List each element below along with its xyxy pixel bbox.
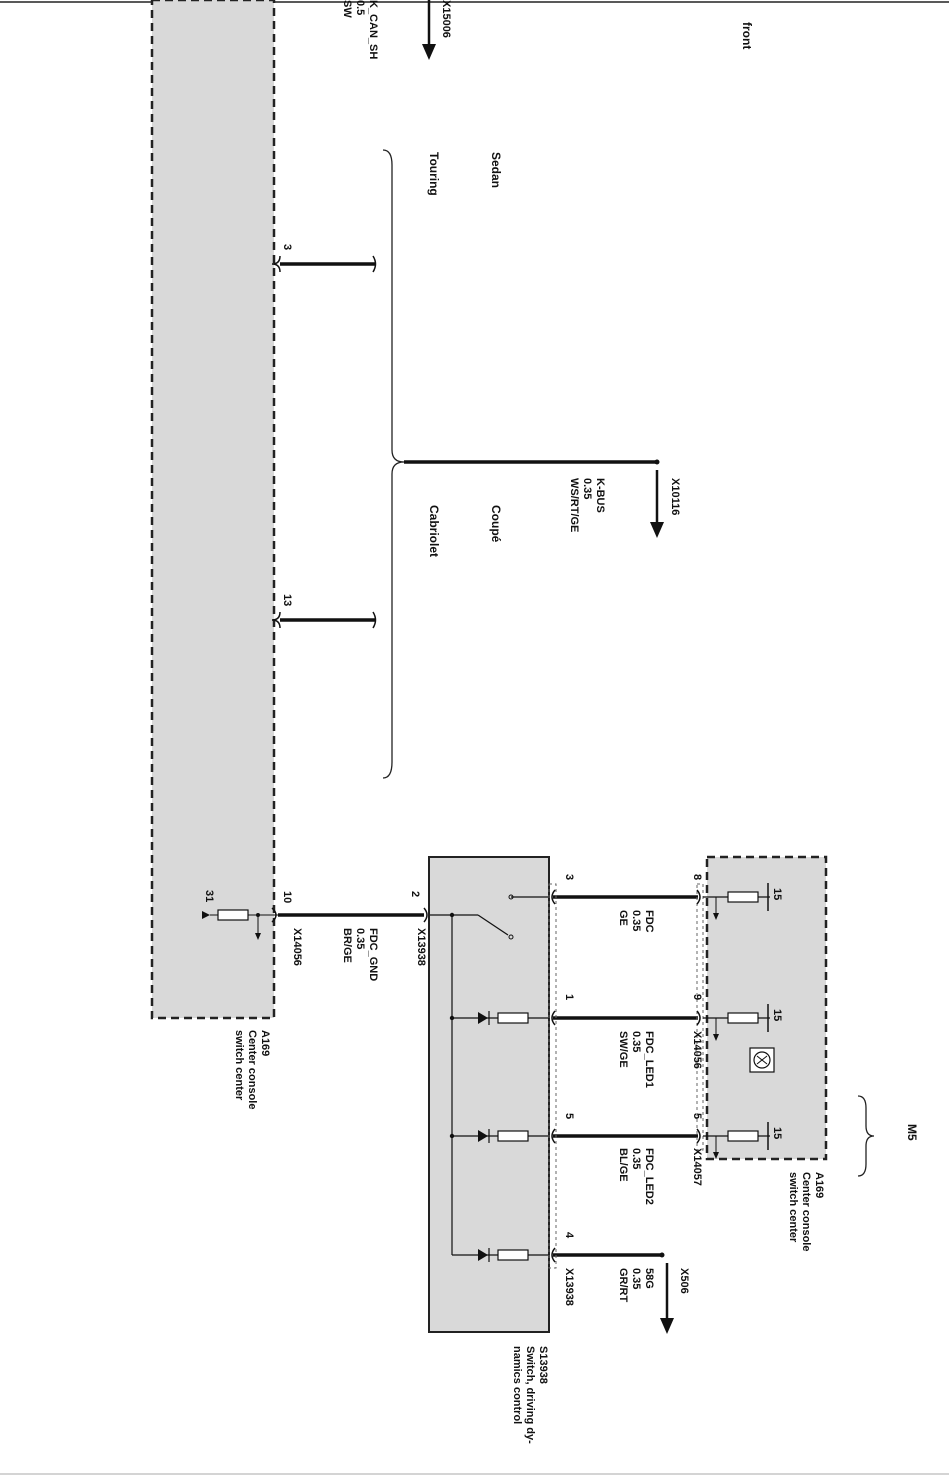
- label-58g-name: 58G: [643, 1268, 655, 1289]
- label-k-bus-name: K-BUS: [594, 478, 606, 513]
- label-a169-left-line1: Center console: [246, 1030, 258, 1109]
- x15006-arrow-head: [422, 44, 436, 60]
- label-k-bus-size: 0.35: [581, 478, 593, 499]
- label-x14056-right: X14056: [691, 1031, 703, 1069]
- label-pin-2: 2: [409, 891, 421, 897]
- label-fdc-led2-size: 0.35: [630, 1148, 642, 1169]
- pin-bumps: [271, 889, 701, 1263]
- pin13-connector: [271, 611, 281, 629]
- connector-x13938: [548, 883, 557, 1269]
- label-a169-right-line2: switch center: [787, 1172, 799, 1243]
- x506-arrow-head: [660, 1318, 674, 1334]
- gnd-resistor: [217, 909, 249, 921]
- label-x10116: X10116: [669, 478, 681, 515]
- label-pin-10: 10: [281, 891, 293, 903]
- variant-brace: [382, 149, 405, 779]
- label-x13938-bottom: X13938: [563, 1268, 575, 1306]
- gnd-arrow: [255, 933, 261, 940]
- label-a169-right-line1: Center console: [800, 1172, 812, 1251]
- label-k-can-name: K_CAN_SH: [367, 0, 379, 59]
- label-fdc-gnd-size: 0.35: [354, 928, 366, 949]
- label-fdc-gnd-color: BR/GE: [341, 928, 353, 963]
- label-switch-pin-1: 1: [563, 994, 575, 1000]
- switch-contact-arm: [477, 914, 509, 936]
- label-fdc-led1-name: FDC_LED1: [643, 1031, 655, 1088]
- label-coupe: Coupé: [489, 505, 503, 543]
- switch-contact-a: [508, 934, 514, 940]
- gnd-node: [256, 913, 260, 917]
- label-58g-color: GR/RT: [617, 1268, 629, 1303]
- wire-58g-dot: [659, 1252, 665, 1258]
- label-a169-left-id: A169: [259, 1030, 271, 1056]
- label-switch-pin-3: 3: [563, 874, 575, 880]
- switch-node-top: [449, 912, 455, 918]
- label-switch-pin-5: 5: [563, 1113, 575, 1119]
- label-fdc-led1-color: SW/GE: [617, 1031, 629, 1068]
- label-module-pin-5: 5: [691, 1113, 703, 1119]
- label-x14057: X14057: [691, 1148, 703, 1186]
- module-a169-right: [705, 855, 828, 1161]
- gnd-pin31-marker: [202, 911, 210, 919]
- label-a169-right-id: A169: [813, 1172, 825, 1198]
- led-circuit-3: [452, 1248, 549, 1262]
- label-module-pin-8: 8: [691, 874, 703, 880]
- connector-x14056-x14057: [696, 883, 704, 1151]
- label-cabriolet: Cabriolet: [427, 505, 441, 557]
- module-a169-left: [150, 0, 276, 1020]
- label-m5: M5: [905, 1124, 919, 1141]
- label-v15-a: 15: [771, 888, 783, 900]
- pin3-connector: [271, 255, 281, 273]
- label-fdc-led1-size: 0.35: [630, 1031, 642, 1052]
- label-x15006: X15006: [440, 0, 452, 38]
- label-module-pin-9: 9: [691, 994, 703, 1000]
- label-fdc-name: FDC: [643, 910, 655, 933]
- label-fdc-led2-color: BL/GE: [617, 1148, 629, 1182]
- label-touring: Touring: [427, 152, 441, 196]
- label-s13938-line2: namics control: [511, 1346, 523, 1424]
- module-circuit-3: [703, 1122, 770, 1159]
- label-k-can-size: 0.5: [354, 0, 366, 15]
- label-fdc-led2-name: FDC_LED2: [643, 1148, 655, 1205]
- pin3-end: [372, 255, 377, 273]
- label-pin-31: 31: [203, 890, 215, 902]
- label-v15-b: 15: [771, 1009, 783, 1021]
- pin13-end: [372, 611, 377, 629]
- label-sedan: Sedan: [489, 152, 503, 188]
- label-pin-3-left: 3: [281, 244, 293, 250]
- dsc-symbol-icon: [749, 1047, 775, 1073]
- label-pin-13: 13: [281, 594, 293, 606]
- led-circuit-2: [449, 1129, 549, 1143]
- label-s13938-id: S13938: [537, 1346, 549, 1384]
- label-v15-c: 15: [771, 1127, 783, 1139]
- k-bus-arrow-head: [650, 522, 664, 538]
- label-x506: X506: [678, 1268, 690, 1294]
- label-fdc-gnd-name: FDC_GND: [367, 928, 379, 981]
- label-switch-pin-4: 4: [563, 1232, 575, 1239]
- label-a169-left-line2: switch center: [233, 1030, 245, 1101]
- label-x13938-top: X13938: [415, 928, 427, 966]
- label-front: front: [740, 22, 754, 49]
- led-circuit-1: [449, 1011, 549, 1025]
- label-58g-size: 0.35: [630, 1268, 642, 1289]
- label-k-can-color: SW: [341, 0, 353, 18]
- label-fdc-size: 0.35: [630, 910, 642, 931]
- label-k-bus-color: WS/RT/GE: [568, 478, 580, 532]
- pin2-connector: [423, 907, 428, 923]
- k-bus-dot: [654, 459, 660, 465]
- label-fdc-color: GE: [617, 910, 629, 926]
- label-s13938-line1: Switch, driving dy-: [524, 1346, 536, 1444]
- module-circuit-2: [703, 1004, 770, 1041]
- module-circuit-1: [703, 883, 770, 920]
- label-x14056-left: X14056: [291, 928, 303, 966]
- m5-brace: [857, 1095, 875, 1177]
